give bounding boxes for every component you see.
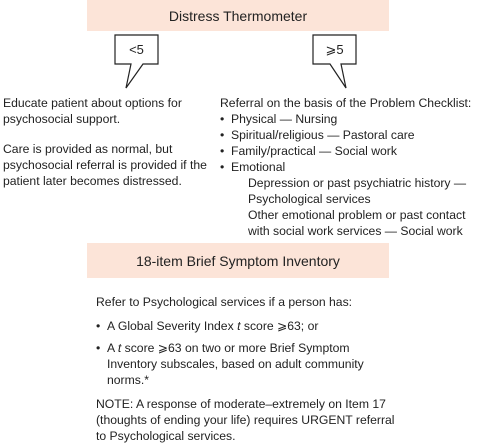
right-callout-label: ⩾5 [325, 41, 344, 57]
bsi-criterion-subscales: A t score ⩾63 on two or more Brief Sympt… [96, 340, 396, 388]
high-score-guidance: Referral on the basis of the Problem Che… [220, 95, 480, 239]
left-callout-shape [114, 34, 159, 89]
bsi-criterion-gsi: A Global Severity Index t score ⩾63; or [96, 318, 396, 334]
bsi-intro: Refer to Psychological services if a per… [96, 295, 353, 309]
right-callout-shape [312, 34, 357, 89]
emotional-sub-other: Other emotional problem or past contact … [248, 208, 466, 238]
referral-item-physical: Physical — Nursing [220, 111, 480, 127]
low-score-para-1: Educate patient about options for psycho… [3, 96, 182, 126]
problem-checklist-heading: Referral on the basis of the Problem Che… [220, 96, 472, 110]
bsi-guidance: Refer to Psychological services if a per… [96, 294, 396, 444]
referral-item-emotional: Emotional Depression or past psychiatric… [220, 159, 480, 239]
referral-item-family: Family/practical — Social work [220, 143, 480, 159]
bsi-title: 18-item Brief Symptom Inventory [136, 252, 340, 269]
left-callout-label: <5 [129, 42, 144, 57]
referral-list: Physical — Nursing Spiritual/religious —… [220, 111, 480, 239]
low-score-guidance: Educate patient about options for psycho… [3, 95, 208, 189]
distress-thermometer-box: Distress Thermometer [87, 0, 389, 31]
distress-thermometer-title: Distress Thermometer [168, 7, 308, 24]
bsi-urgent-note: NOTE: A response of moderate–extremely o… [96, 397, 395, 443]
bsi-box: 18-item Brief Symptom Inventory [87, 243, 389, 278]
low-score-para-2: Care is provided as normal, but psychoso… [3, 142, 207, 188]
callout-arrows [114, 34, 357, 89]
referral-item-spiritual: Spiritual/religious — Pastoral care [220, 127, 480, 143]
referral-item-emotional-label: Emotional [231, 160, 286, 174]
emotional-sub-depression: Depression or past psychiatric history —… [248, 176, 467, 206]
bsi-criteria-list: A Global Severity Index t score ⩾63; or … [96, 318, 396, 388]
